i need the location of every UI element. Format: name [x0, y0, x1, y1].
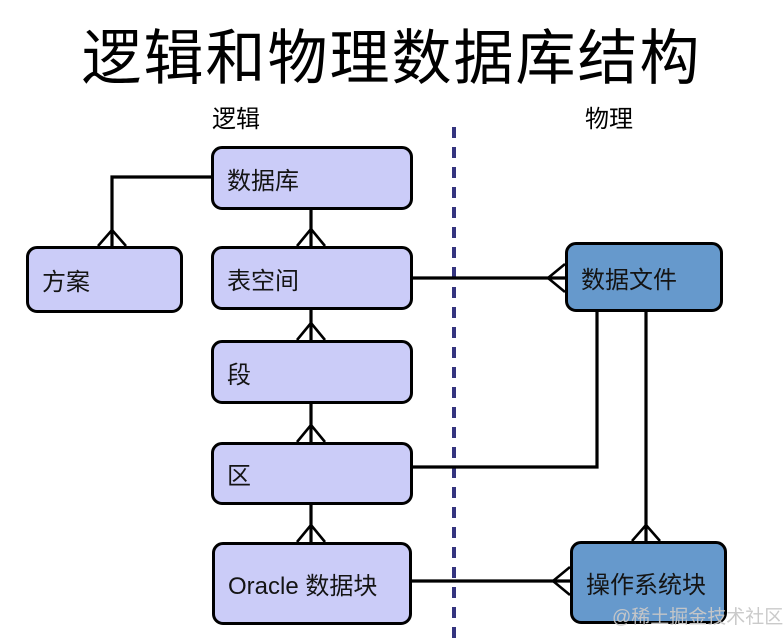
node-tablespace-label: 表空间 [227, 267, 299, 295]
node-database-label: 数据库 [227, 167, 299, 195]
edge-extent-oracle-block [295, 505, 327, 543]
edge-oracle-block-os-block [412, 565, 571, 597]
node-segment: 段 [211, 340, 413, 404]
node-database: 数据库 [211, 146, 413, 210]
crows-foot-many-icon [631, 524, 661, 542]
diagram-title: 逻辑和物理数据库结构 [81, 26, 702, 92]
edge-segment-extent [295, 404, 327, 443]
edge-database-tablespace [295, 210, 327, 247]
crows-foot-many-icon [547, 262, 566, 294]
edge-database-schema [97, 175, 211, 247]
crows-foot-many-icon [295, 322, 327, 341]
crows-foot-many-icon [552, 565, 571, 597]
node-segment-label: 段 [227, 361, 251, 389]
node-extent-label: 区 [227, 463, 251, 490]
node-os-block: 操作系统块 [570, 541, 727, 624]
edge-tablespace-datafile [413, 262, 566, 294]
node-tablespace: 表空间 [211, 246, 413, 310]
watermark: @稀土掘金技术社区 [612, 607, 783, 628]
edge-line [110, 175, 211, 246]
crows-foot-many-icon [295, 228, 327, 247]
crows-foot-many-icon [97, 229, 127, 247]
node-schema: 方案 [26, 246, 183, 313]
edge-datafile-os-block [631, 312, 661, 542]
logical-column-label: 逻辑 [212, 106, 260, 133]
node-extent: 区 [211, 442, 413, 505]
edge-datafile-extent [413, 312, 599, 469]
edge-tablespace-segment [295, 310, 327, 341]
crows-foot-many-icon [295, 524, 327, 543]
node-os-block-label: 操作系统块 [586, 572, 706, 599]
node-schema-label: 方案 [42, 269, 90, 296]
crows-foot-many-icon [295, 424, 327, 443]
node-datafile-label: 数据文件 [581, 266, 677, 294]
edge-line [413, 312, 599, 469]
physical-column-label: 物理 [585, 106, 633, 133]
node-oracle-block-label: Oracle 数据块 [228, 573, 378, 600]
node-datafile: 数据文件 [565, 242, 723, 312]
node-oracle-block: Oracle 数据块 [212, 542, 412, 625]
